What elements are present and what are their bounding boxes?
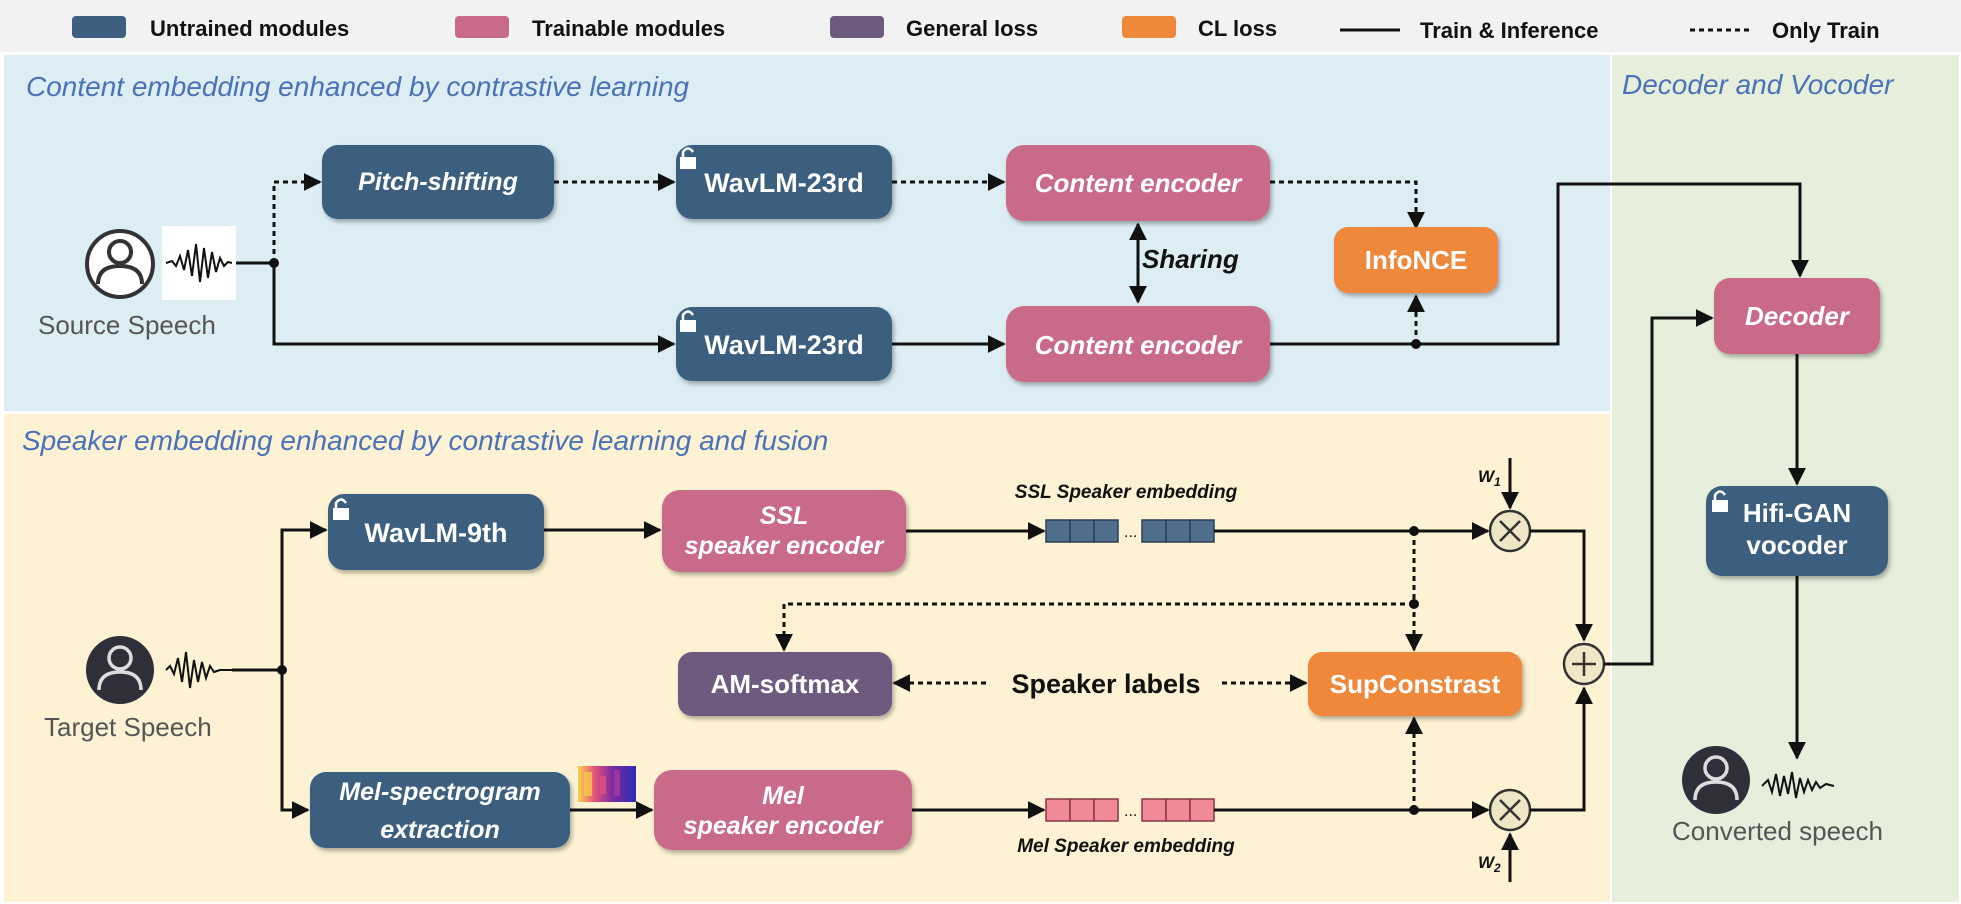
- edge-source-to-wavlm-bottom: [272, 263, 676, 353]
- legend-swatch-general-loss: [830, 16, 884, 38]
- w1-label: W1: [1478, 467, 1501, 489]
- target-speech-label: Target Speech: [44, 712, 212, 742]
- multiply-w1-icon: [1488, 509, 1532, 553]
- source-speech-label: Source Speech: [38, 310, 216, 340]
- wavlm-9th-box: [328, 494, 544, 570]
- edge-ssl-to-amsoftmax: [775, 602, 1414, 652]
- decoder-section-panel: [1612, 55, 1959, 902]
- infonce-label: InfoNCE: [1365, 245, 1468, 275]
- svg-text:...: ...: [1124, 803, 1137, 820]
- speaker-labels-text: Speaker labels: [1011, 669, 1200, 699]
- edge-source-to-pitch: [272, 173, 322, 263]
- decoder-box: [1714, 278, 1880, 354]
- legend-only-train: Only Train: [1772, 18, 1880, 43]
- edge-encoder-top-to-infonce: [1270, 180, 1425, 230]
- legend-bar: [0, 0, 1961, 52]
- converted-speech-label: Converted speech: [1672, 816, 1883, 846]
- legend-cl-loss: CL loss: [1198, 16, 1277, 41]
- wavlm-9th-label: WavLM-9th: [365, 518, 508, 548]
- mel-encoder-label-line2: speaker encoder: [684, 812, 884, 840]
- supconstrast-label: SupConstrast: [1330, 669, 1501, 699]
- svg-text:...: ...: [1124, 524, 1137, 541]
- ssl-embedding-label: SSL Speaker embedding: [1015, 482, 1238, 503]
- wavlm-23rd-bottom-label: WavLM-23rd: [704, 330, 864, 360]
- edge-target-to-wavlm9: [280, 521, 328, 670]
- legend-trainable: Trainable modules: [532, 16, 725, 41]
- mel-embedding-label: Mel Speaker embedding: [1017, 836, 1235, 857]
- content-encoder-top-box: [1006, 145, 1270, 221]
- w2-label: W2: [1478, 853, 1501, 875]
- content-encoder-bottom-label: Content encoder: [1035, 330, 1243, 360]
- mel-spectrogram-icon: [578, 766, 636, 802]
- content-encoder-top-label: Content encoder: [1035, 168, 1243, 198]
- legend-general-loss: General loss: [906, 16, 1038, 41]
- source-waveform-icon: [162, 226, 236, 300]
- lock-icon: [333, 498, 349, 520]
- legend: Untrained modules Trainable modules Gene…: [72, 16, 1880, 43]
- wavlm-23rd-top-label: WavLM-23rd: [704, 168, 864, 198]
- mel-extraction-label-line1: Mel-spectrogram: [339, 778, 540, 806]
- supconstrast-box: [1308, 652, 1522, 716]
- ssl-encoder-label-line1: SSL: [760, 502, 809, 530]
- legend-train-inference: Train & Inference: [1420, 18, 1599, 43]
- ssl-embedding-vector: ...: [1045, 519, 1215, 543]
- lock-icon: [1712, 490, 1728, 512]
- pitch-shifting-box: [322, 145, 554, 219]
- hifigan-vocoder-box: [1706, 486, 1888, 576]
- converted-speaker-avatar: [1682, 746, 1750, 814]
- legend-swatch-trainable: [455, 16, 509, 38]
- content-encoder-bottom-box: [1006, 306, 1270, 382]
- edge-content-to-decoder: [1270, 182, 1809, 346]
- edge-w2-to-sum: [1530, 686, 1593, 812]
- converted-waveform-icon: [1761, 771, 1835, 799]
- decoder-section-title: Decoder and Vocoder: [1622, 69, 1895, 100]
- wavlm-23rd-top-box: [676, 145, 892, 219]
- decoder-label: Decoder: [1745, 301, 1851, 331]
- lock-icon: [680, 147, 696, 169]
- ssl-speaker-encoder-box: [662, 490, 906, 572]
- edge-target-to-mel: [280, 670, 310, 819]
- edge-w1-to-sum: [1530, 529, 1593, 642]
- mel-extraction-label-line2: extraction: [380, 816, 499, 844]
- target-speaker-avatar: [86, 636, 154, 704]
- legend-swatch-cl-loss: [1122, 16, 1176, 38]
- mel-extraction-box: [310, 772, 570, 848]
- wavlm-23rd-bottom-box: [676, 307, 892, 381]
- edge-sum-to-decoder: [1604, 309, 1714, 666]
- sum-icon: [1562, 642, 1606, 686]
- am-softmax-box: [678, 652, 892, 716]
- lock-icon: [680, 310, 696, 332]
- legend-untrained: Untrained modules: [150, 16, 349, 41]
- mel-embedding-vector: ...: [1045, 798, 1215, 822]
- infonce-box: [1334, 227, 1498, 293]
- ssl-encoder-label-line2: speaker encoder: [685, 532, 885, 560]
- speaker-section-title: Speaker embedding enhanced by contrastiv…: [22, 425, 828, 456]
- hifigan-label-line2: vocoder: [1746, 530, 1847, 560]
- legend-swatch-untrained: [72, 16, 126, 38]
- content-section-title: Content embedding enhanced by contrastiv…: [26, 71, 690, 102]
- target-waveform-icon: [165, 651, 232, 689]
- hifigan-label-line1: Hifi-GAN: [1743, 498, 1851, 528]
- multiply-w2-icon: [1488, 788, 1532, 832]
- am-softmax-label: AM-softmax: [711, 669, 860, 699]
- sharing-label: Sharing: [1142, 244, 1239, 274]
- pitch-shifting-label: Pitch-shifting: [358, 168, 518, 196]
- mel-speaker-encoder-box: [654, 770, 912, 850]
- mel-encoder-label-line1: Mel: [762, 782, 805, 810]
- source-speaker-avatar: [85, 229, 155, 299]
